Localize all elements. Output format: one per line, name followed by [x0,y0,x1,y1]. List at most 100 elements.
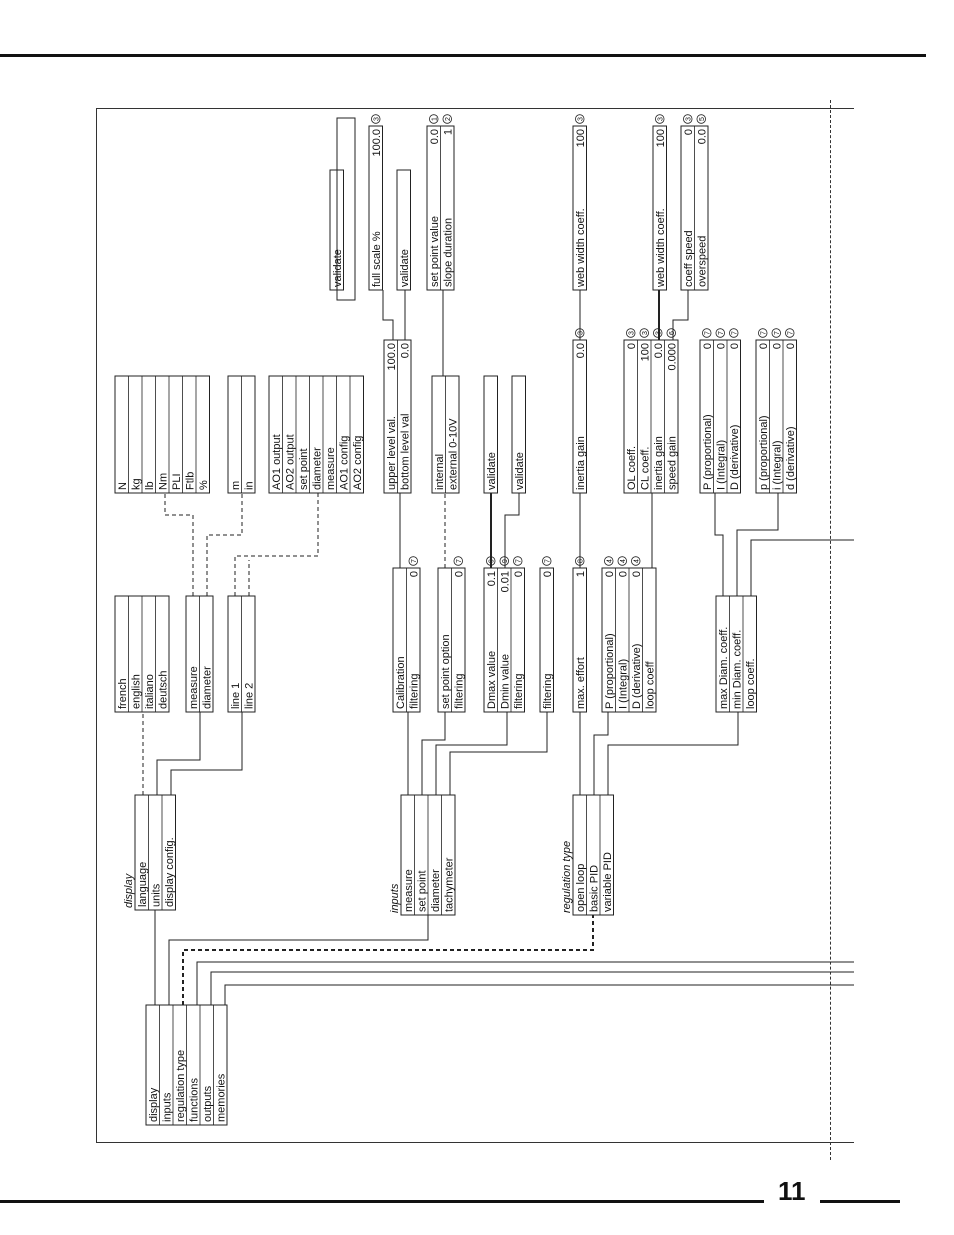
line-options-item-measure[interactable]: measure [325,447,337,490]
unit-options-item-n[interactable]: N [117,482,129,490]
svg-text:filtering: filtering [513,674,525,709]
unit-options-item-lb[interactable]: lb [144,481,156,490]
units-list-item-diameter[interactable]: diameter [201,666,213,709]
line-options-item-ao1-output[interactable]: AO1 output [271,434,283,490]
basic-pid-list-item-loop-coeff[interactable]: loop coeff [644,661,656,709]
main-menu-item-regulation-type[interactable]: regulation type [175,1050,187,1122]
unit-options-item-kg[interactable]: kg [130,478,142,490]
min-diam-list: p (proportional)0i (Integral)0d (derivat… [755,339,797,494]
full-scale-validate-item-validate[interactable]: validate [399,249,411,287]
main-menu-item-outputs[interactable]: outputs [202,1085,214,1122]
unit-options-item-[interactable]: % [198,480,210,490]
display-menu-item-language[interactable]: language [137,862,149,907]
inputs-menu-item-set-point[interactable]: set point [416,870,428,912]
display-menu-item-display-config[interactable]: display config. [164,837,176,907]
min-diam-list-item-i-integral[interactable]: i (Integral)0 [771,343,783,490]
svg-text:inertia gain: inertia gain [653,436,665,490]
regulation-menu-item-open-loop[interactable]: open loop [575,864,587,912]
language-list-item-deutsch[interactable]: deutsch [157,670,169,709]
svg-text:0.0: 0.0 [696,129,708,144]
inputs-menu-item-diameter[interactable]: diameter [430,869,442,912]
regulation-menu-item-variable-pid[interactable]: variable PID [602,852,614,912]
inputs-menu-item-measure[interactable]: measure [403,869,415,912]
min-diam-list-item-d-derivative[interactable]: d (derivative)0 [785,343,797,490]
set-point-options-item-external-0-10v[interactable]: external 0-10V [447,418,459,490]
display-config-list-item-line-2[interactable]: line 2 [243,683,255,709]
svg-text:set point option: set point option [440,634,452,709]
min-diam-list-item-p-proportional[interactable]: p (proportional)0 [758,343,770,490]
unit-options-item-nm[interactable]: Nm [157,473,169,490]
web-width-2-item-web-width-coeff[interactable]: web width coeff.100 [655,129,667,288]
basic-pid-list-item-d-derivative[interactable]: D (derivative)0 [631,571,643,709]
svg-text:display config.: display config. [164,837,176,907]
unit-options-item-ftlb[interactable]: Ftlb [184,472,196,490]
svg-text:8: 8 [577,559,584,563]
link-units [156,712,201,795]
main-menu-item-inputs[interactable]: inputs [161,1092,173,1122]
unit-options-item-pli[interactable]: PLI [171,473,183,490]
diameter-units-item-m[interactable]: m [230,481,242,490]
main-menu-item-functions[interactable]: functions [188,1077,200,1122]
line-options-item-diameter[interactable]: diameter [311,447,323,490]
line-options-item-ao2-output[interactable]: AO2 output [284,434,296,490]
svg-text:P (proportional): P (proportional) [604,633,616,709]
svg-text:measure: measure [188,666,200,709]
max-diam-list-item-i-integral[interactable]: I (Integral)0 [715,343,727,490]
line-options-item-ao2-config[interactable]: AO2 config [352,436,364,490]
upper-validate-item-validate[interactable]: validate [332,249,344,287]
main-menu-item-memories[interactable]: memories [215,1073,227,1122]
variable-pid-list-item-loop-coeff[interactable]: loop coeff. [745,658,757,709]
loop-coeff-list-item-ol-coeff[interactable]: OL coeff.0 [626,343,638,490]
diameter-units-item-in[interactable]: in [243,481,255,490]
dmin-validate-item-validate[interactable]: validate [514,452,526,490]
max-diam-list-item-d-derivative[interactable]: D (derivative)0 [729,343,741,490]
web-width-1-item-web-width-coeff[interactable]: web width coeff.100 [575,129,587,288]
set-point-options-item-internal[interactable]: internal [434,454,446,490]
set-point-list-item-set-point-option[interactable]: set point option [440,634,452,709]
measure-list-item-calibration[interactable]: Calibration [395,656,407,709]
svg-text:7: 7 [456,559,463,563]
max-diam-list-item-p-proportional[interactable]: P (proportional)0 [702,343,714,490]
units-list-item-measure[interactable]: measure [188,666,200,709]
svg-text:Ftlb: Ftlb [184,472,196,490]
svg-text:7: 7 [411,559,418,563]
loop-coeff-list-item-cl-coeff[interactable]: CL coeff.100 [639,343,651,490]
language-list-item-italiano[interactable]: italiano [144,674,156,709]
variable-pid-list-item-min-diam-coeff[interactable]: min Diam. coeff. [731,630,743,709]
basic-pid-list-item-i-integral[interactable]: I (Integral)0 [617,571,629,709]
calibration-list-item-upper-level-val[interactable]: upper level val.100.0 [386,343,398,490]
regulation-menu-item-basic-pid[interactable]: basic PID [588,865,600,912]
full-scale-item-full-scale[interactable]: full scale %100.0 [371,129,383,287]
display-menu-item-units[interactable]: units [150,883,162,907]
svg-text:3: 3 [577,117,584,121]
line-options-item-set-point[interactable]: set point [298,448,310,490]
svg-text:coeff speed: coeff speed [683,230,695,287]
line-options-item-ao1-config[interactable]: AO1 config [338,436,350,490]
inputs-menu-item-tachymeter[interactable]: tachymeter [443,857,455,912]
dmax-validate-item-validate[interactable]: validate [486,452,498,490]
main-menu-item-display[interactable]: display [148,1087,160,1122]
display-config-list-item-line-1[interactable]: line 1 [230,683,242,709]
language-list-item-french[interactable]: french [117,678,129,709]
language-list-item-english[interactable]: english [130,674,142,709]
basic-pid-list-item-p-proportional[interactable]: P (proportional)0 [604,571,616,709]
variable-pid-list-item-max-diam-coeff[interactable]: max Diam. coeff. [718,627,730,709]
